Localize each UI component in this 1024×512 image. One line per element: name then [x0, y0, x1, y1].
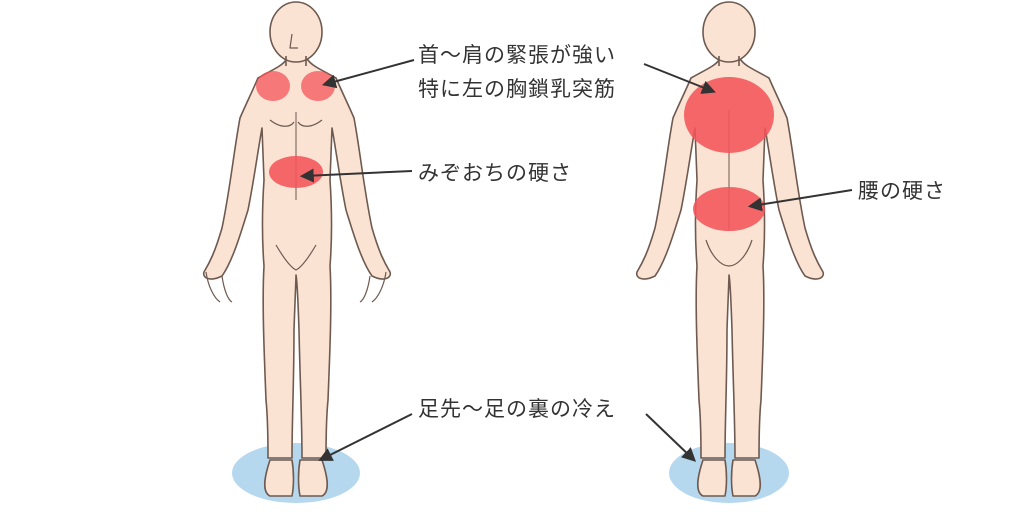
front-body-figure: [202, 1, 392, 497]
cold-area-front-feet: [232, 443, 360, 503]
tension-area-right-shoulder: [301, 71, 335, 101]
label-feet-cold: 足先〜足の裏の冷え: [418, 397, 616, 421]
tension-area-waist: [693, 187, 765, 231]
tension-area-solar-plexus: [269, 156, 323, 188]
label-solar-plexus: みぞおちの硬さ: [418, 161, 572, 185]
label-waist: 腰の硬さ: [858, 179, 946, 203]
label-neck-shoulder-tension: 首〜肩の緊張が強い 特に左の胸鎖乳突筋: [418, 38, 616, 106]
tension-area-upper-back: [684, 77, 774, 153]
tension-area-left-shoulder: [256, 71, 290, 101]
arrow-neck: [321, 59, 415, 89]
arrow-upper-back: [643, 63, 716, 94]
arrow-front-feet: [318, 413, 413, 461]
label-neck-line2: 特に左の胸鎖乳突筋: [418, 77, 616, 101]
arrow-waist: [747, 189, 853, 212]
arrow-back-feet: [645, 413, 697, 462]
arrow-solar-plexus: [299, 168, 413, 183]
back-body-figure: [635, 1, 825, 497]
label-neck-line1: 首〜肩の緊張が強い: [418, 43, 616, 67]
